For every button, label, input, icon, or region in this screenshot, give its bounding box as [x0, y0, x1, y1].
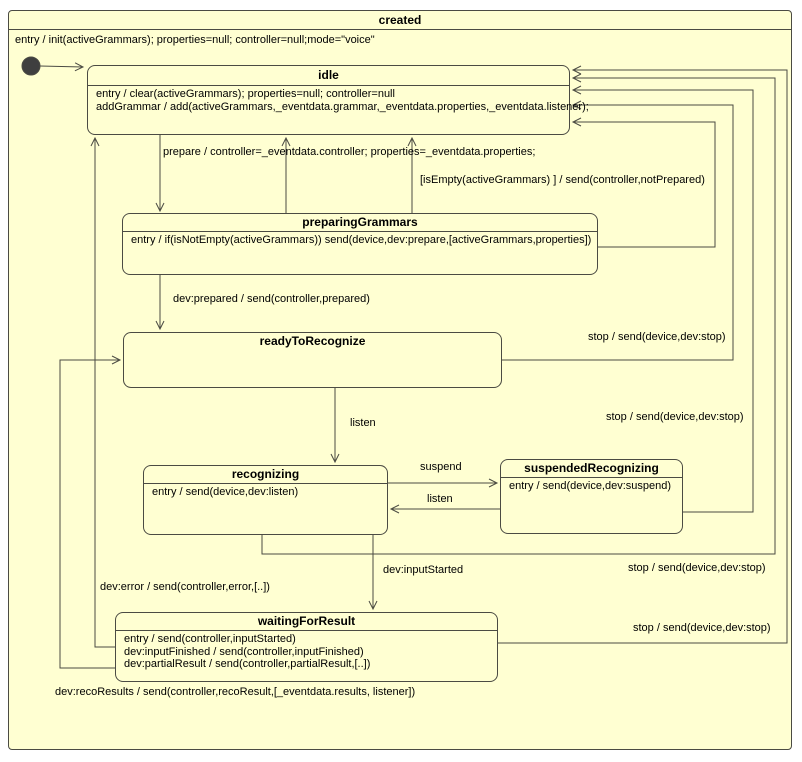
transition-label-prepare: prepare / controller=_eventdata.controll…	[163, 146, 536, 158]
state-ready-to-recognize-title: readyToRecognize	[259, 334, 366, 348]
state-waiting-for-result-action: entry / send(controller,inputStarted)	[124, 633, 296, 645]
state-created-title: created	[9, 11, 791, 30]
transition-label-dev-reco-results: dev:recoResults / send(controller,recoRe…	[55, 686, 416, 698]
state-recognizing: recognizing entry / send(device,dev:list…	[143, 465, 388, 535]
transition-label-is-empty: [isEmpty(activeGrammars) ] / send(contro…	[420, 174, 705, 186]
state-idle-title: idle	[88, 66, 569, 86]
state-created-entry-action: entry / init(activeGrammars); properties…	[15, 34, 375, 46]
state-suspended-recognizing: suspendedRecognizing entry / send(device…	[500, 459, 683, 534]
transition-label-dev-input-started: dev:inputStarted	[383, 564, 464, 576]
state-idle-action: addGrammar / add(activeGrammars,_eventda…	[96, 100, 589, 113]
state-suspended-recognizing-action: entry / send(device,dev:suspend)	[509, 480, 672, 492]
transition-label-listen-back: listen	[427, 493, 453, 505]
state-suspended-recognizing-title: suspendedRecognizing	[501, 460, 682, 478]
transition-label-listen: listen	[350, 417, 376, 429]
state-idle: idle entry / clear(activeGrammars); prop…	[87, 65, 589, 135]
state-preparing-grammars: preparingGrammars entry / if(isNotEmpty(…	[122, 213, 598, 275]
state-ready-to-recognize: readyToRecognize	[123, 332, 502, 388]
state-waiting-for-result-action: dev:inputFinished / send(controller,inpu…	[124, 645, 364, 658]
transition-label-stop-suspended: stop / send(device,dev:stop)	[606, 411, 744, 423]
state-waiting-for-result: waitingForResult entry / send(controller…	[115, 612, 498, 682]
state-recognizing-title: recognizing	[144, 466, 387, 484]
state-waiting-for-result-title: waitingForResult	[116, 613, 497, 631]
state-waiting-for-result-action: dev:partialResult / send(controller,part…	[124, 658, 371, 670]
transition-label-suspend: suspend	[420, 461, 462, 473]
transition-label-stop-recognizing: stop / send(device,dev:stop)	[628, 562, 766, 574]
state-recognizing-action: entry / send(device,dev:listen)	[152, 486, 299, 498]
state-idle-action: entry / clear(activeGrammars); propertie…	[96, 88, 395, 100]
transition-label-dev-error: dev:error / send(controller,error,[..])	[100, 581, 270, 593]
state-preparing-grammars-title: preparingGrammars	[123, 214, 597, 232]
transition-label-dev-prepared: dev:prepared / send(controller,prepared)	[173, 293, 370, 305]
state-preparing-grammars-action: entry / if(isNotEmpty(activeGrammars)) s…	[131, 234, 592, 246]
transition-label-stop-waiting: stop / send(device,dev:stop)	[633, 622, 771, 634]
transition-label-stop-ready: stop / send(device,dev:stop)	[588, 331, 726, 343]
